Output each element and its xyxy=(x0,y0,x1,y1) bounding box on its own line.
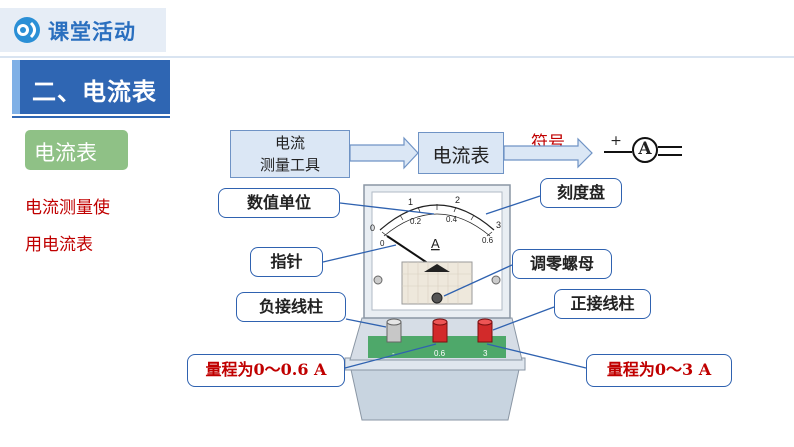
scale-bottom-3: 0.6 xyxy=(482,236,494,245)
callout-zero-adjust: 调零螺母 xyxy=(512,249,612,279)
tool-box-line2: 测量工具 xyxy=(259,156,320,174)
callout-pointer: 指针 xyxy=(250,247,323,277)
section-banner xyxy=(12,60,170,114)
section-stripe xyxy=(12,60,20,114)
scale-top-0: 0 xyxy=(370,223,375,233)
header-divider xyxy=(0,56,794,58)
scale-bottom-0: 0 xyxy=(380,239,385,248)
callout-dial-unit: 数值单位 xyxy=(218,188,340,218)
symbol-letter: A xyxy=(638,139,652,159)
callout-positive-terminal: 正接线柱 xyxy=(554,289,651,319)
callout-range-0-6: 量程为0～0.6 A xyxy=(187,354,345,387)
terminal-label-3: 3 xyxy=(483,349,488,358)
terminal-0-6 xyxy=(432,318,448,343)
topic-tag-label: 电流表 xyxy=(34,142,97,165)
tool-box-line1: 电流 xyxy=(274,134,305,152)
terminal-label-negative: - xyxy=(392,349,395,358)
callout-scale: 刻度盘 xyxy=(540,178,622,208)
symbol-plus: + xyxy=(610,133,622,149)
section-underline xyxy=(12,116,170,118)
ammeter-device xyxy=(344,184,526,421)
activity-text-line1: 电流测量使 xyxy=(25,198,110,217)
scale-top-3: 3 xyxy=(496,220,501,230)
callout-range-3: 量程为0～3 A xyxy=(586,354,732,387)
ammeter-symbol-icon xyxy=(604,137,682,163)
zero-adjust-screw xyxy=(431,292,443,304)
section-title: 二、电流表 xyxy=(32,79,157,106)
arrow-ammeter-to-symbol xyxy=(503,137,593,169)
activity-text-line2: 用电流表 xyxy=(25,235,93,254)
scale-top-1: 1 xyxy=(408,197,413,207)
scale-bottom-1: 0.2 xyxy=(410,217,422,226)
logo-icon xyxy=(14,17,40,43)
ammeter-box-label: 电流表 xyxy=(432,145,490,167)
arrow-tool-to-ammeter xyxy=(349,136,419,170)
terminal-label-0-6: 0.6 xyxy=(434,349,446,358)
scale-top-2: 2 xyxy=(455,195,460,205)
ammeter-box xyxy=(418,132,504,174)
terminal-3 xyxy=(477,318,493,343)
topic-tag xyxy=(25,130,128,170)
scale-bottom-2: 0.4 xyxy=(446,215,458,224)
header-title: 课堂活动 xyxy=(48,21,136,44)
dial-unit: A xyxy=(431,236,440,251)
callout-negative-terminal: 负接线柱 xyxy=(236,292,346,322)
terminal-negative xyxy=(386,318,402,343)
tool-box xyxy=(230,130,350,178)
